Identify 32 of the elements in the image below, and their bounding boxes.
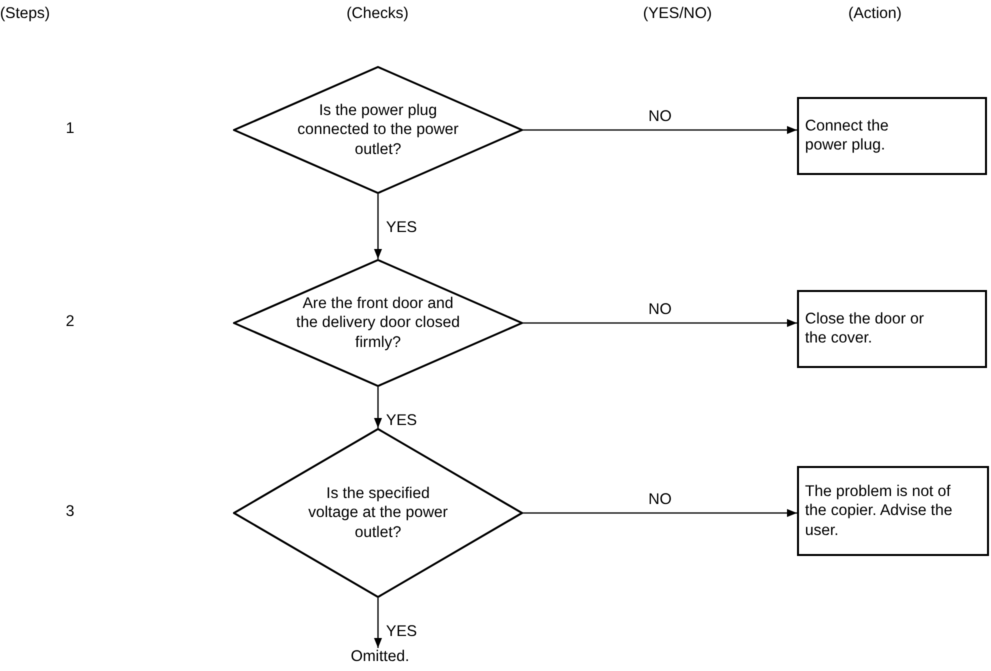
arrow: [523, 319, 797, 327]
step-number: 2: [66, 313, 74, 330]
end-text: Omitted.: [350, 648, 410, 666]
decision-diamond: [233, 66, 523, 194]
edge-label: YES: [386, 219, 418, 238]
column-header: (Checks): [346, 5, 408, 22]
action-text: The problem is not of the copier. Advise the user.: [805, 482, 954, 540]
edge-label: YES: [386, 623, 418, 642]
decision-text: Is the specified voltage at the power outlet?: [307, 484, 449, 542]
edge-label: NO: [647, 491, 673, 510]
arrow: [523, 126, 797, 134]
arrow: [374, 598, 382, 648]
arrow: [374, 194, 382, 259]
column-header: (Steps): [0, 5, 50, 22]
arrow: [374, 387, 382, 428]
action-box: [797, 290, 987, 368]
decision-text: Is the power plug connected to the power outlet?: [296, 100, 460, 160]
step-number: 3: [66, 503, 74, 520]
decision-text: Are the front door and the delivery door closed firmly?: [295, 294, 461, 352]
arrow: [523, 509, 797, 517]
column-header: (Action): [848, 5, 902, 22]
decision-diamond: [233, 259, 523, 387]
action-box: [797, 466, 989, 556]
action-box: [797, 97, 987, 175]
edge-label: NO: [647, 301, 673, 320]
column-header: (YES/NO): [643, 5, 712, 22]
action-text: Connect the power plug.: [805, 116, 890, 156]
edge-label: NO: [647, 108, 673, 127]
action-text: Close the door or the cover.: [805, 310, 925, 348]
decision-diamond: [233, 428, 523, 598]
step-number: 1: [66, 120, 74, 137]
edge-label: YES: [386, 412, 418, 431]
